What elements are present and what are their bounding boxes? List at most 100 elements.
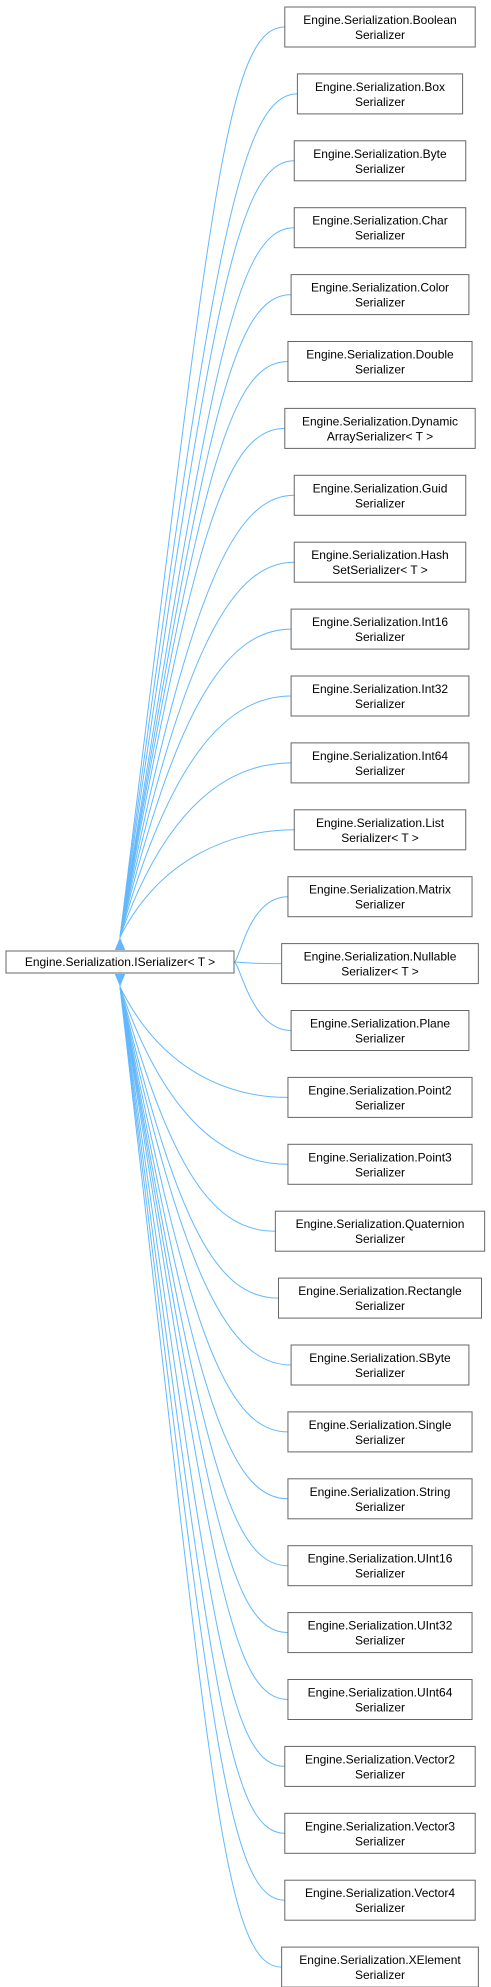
derived-class-label-line2: Serializer xyxy=(355,95,405,109)
derived-class-label-line1: Engine.Serialization.Nullable xyxy=(304,950,457,964)
derived-class-box xyxy=(287,1545,473,1587)
derived-class-label-line1: Engine.Serialization.UInt64 xyxy=(308,1686,453,1700)
derived-class-box xyxy=(290,1344,470,1386)
base-class-label: Engine.Serialization.ISerializer< T > xyxy=(25,955,215,969)
inheritance-edge xyxy=(115,427,285,950)
derived-class-label-line1: Engine.Serialization.Vector3 xyxy=(305,1819,455,1833)
derived-class-node[interactable]: Engine.Serialization.QuaternionSerialize… xyxy=(274,1210,486,1252)
derived-class-label-line1: Engine.Serialization.Rectangle xyxy=(298,1284,462,1298)
derived-class-label-line2: Serializer xyxy=(355,1032,405,1046)
derived-class-label-line2: Serializer xyxy=(355,1433,405,1447)
derived-class-label-line2: Serializer xyxy=(355,1567,405,1581)
derived-class-node[interactable]: Engine.Serialization.DynamicArraySeriali… xyxy=(284,407,476,449)
derived-class-label-line1: Engine.Serialization.Color xyxy=(311,281,449,295)
inheritance-edge xyxy=(115,26,285,950)
derived-class-label-line1: Engine.Serialization.Plane xyxy=(310,1017,450,1031)
derived-class-nodes: Engine.Serialization.BooleanSerializerEn… xyxy=(274,6,486,1987)
derived-class-label-line2: Serializer xyxy=(355,1098,405,1112)
derived-class-label-line2: Serializer< T > xyxy=(341,965,419,979)
derived-class-box xyxy=(284,1879,476,1921)
derived-class-label-line2: Serializer xyxy=(355,898,405,912)
derived-class-box xyxy=(287,341,473,382)
inheritance-edge xyxy=(115,974,292,1366)
derived-class-label-line1: Engine.Serialization.Boolean xyxy=(303,13,456,27)
derived-class-box xyxy=(293,474,467,516)
derived-class-label-line2: Serializer xyxy=(355,363,405,377)
derived-class-label-line2: SetSerializer< T > xyxy=(332,563,428,577)
derived-class-box xyxy=(287,876,473,918)
derived-class-label-line1: Engine.Serialization.Single xyxy=(309,1418,452,1432)
derived-class-box xyxy=(293,140,467,182)
derived-class-label-line2: Serializer xyxy=(355,496,405,510)
derived-class-label-line1: Engine.Serialization.UInt16 xyxy=(308,1552,453,1566)
derived-class-label-line1: Engine.Serialization.String xyxy=(310,1485,451,1499)
inheritance-edge xyxy=(115,974,288,1634)
inheritance-edge xyxy=(115,561,295,950)
derived-class-label-line2: Serializer xyxy=(355,1968,405,1982)
inheritance-edge xyxy=(115,762,292,950)
derived-class-label-line1: Engine.Serialization.Vector2 xyxy=(305,1752,455,1766)
derived-class-box xyxy=(287,1076,473,1118)
derived-class-box xyxy=(290,742,470,784)
inheritance-edge xyxy=(115,294,292,950)
derived-class-box xyxy=(290,675,470,717)
derived-class-box xyxy=(284,6,476,48)
derived-class-label-line1: Engine.Serialization.Point2 xyxy=(308,1083,452,1097)
derived-class-box xyxy=(281,943,479,985)
derived-class-label-line1: Engine.Serialization.Matrix xyxy=(309,883,451,897)
derived-class-label-line1: Engine.Serialization.Dynamic xyxy=(302,414,458,428)
derived-class-label-line2: Serializer xyxy=(355,1366,405,1380)
derived-class-label-line2: Serializer xyxy=(355,1767,405,1781)
derived-class-node[interactable]: Engine.Serialization.HashSetSerializer< … xyxy=(293,541,467,583)
derived-class-box xyxy=(284,407,476,449)
derived-class-label-line2: Serializer xyxy=(355,296,405,310)
derived-class-label-line1: Engine.Serialization.List xyxy=(316,816,445,830)
inheritance-edge xyxy=(222,956,282,967)
derived-class-label-line2: Serializer xyxy=(355,764,405,778)
derived-class-box xyxy=(293,207,467,249)
derived-class-node[interactable]: Engine.Serialization.NullableSerializer<… xyxy=(281,943,479,985)
derived-class-label-line1: Engine.Serialization.SByte xyxy=(309,1351,451,1365)
inheritance-edge xyxy=(115,974,288,1165)
derived-class-label-line1: Engine.Serialization.Int32 xyxy=(312,682,448,696)
inheritance-edge xyxy=(222,896,288,968)
derived-class-box xyxy=(293,541,467,583)
derived-class-box xyxy=(290,274,470,316)
derived-class-box xyxy=(296,73,464,115)
base-class-node[interactable]: Engine.Serialization.ISerializer< T > xyxy=(5,950,235,974)
derived-class-label-line1: Engine.Serialization.Guid xyxy=(313,481,448,495)
derived-class-box xyxy=(274,1210,486,1252)
derived-class-box xyxy=(278,1277,482,1319)
inheritance-edge xyxy=(115,974,288,1500)
derived-class-label-line2: Serializer xyxy=(355,630,405,644)
derived-class-box xyxy=(287,1143,473,1185)
derived-class-label-line1: Engine.Serialization.Hash xyxy=(311,548,448,562)
